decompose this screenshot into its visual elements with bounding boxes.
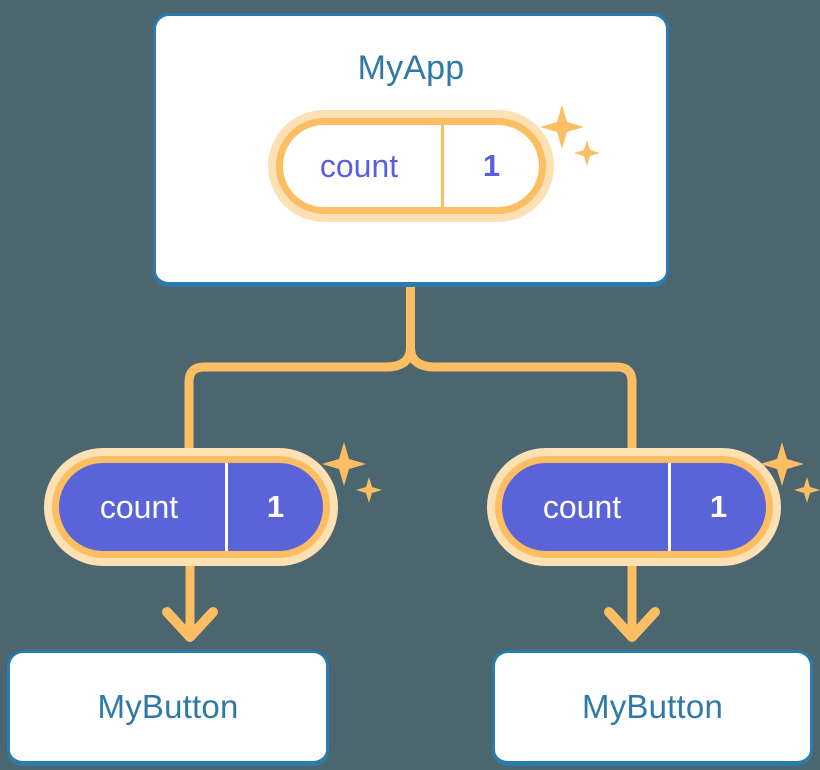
component-card-mybutton-right[interactable]: MyButton: [492, 650, 813, 766]
page-title: MyApp: [357, 49, 465, 87]
state-pill-myapp[interactable]: count 1: [268, 110, 554, 222]
arrowhead-right-icon: [604, 607, 660, 642]
state-pill-body: count 1: [495, 456, 773, 558]
component-card-label: MyButton: [97, 688, 239, 725]
state-pill-key: count: [99, 488, 179, 525]
state-pill-value: 1: [225, 463, 323, 551]
component-card-mybutton-left[interactable]: MyButton: [7, 650, 329, 766]
state-pill-key: count: [542, 488, 622, 525]
connector-branch-right: [406, 347, 637, 452]
state-pill-value: 1: [668, 463, 766, 551]
state-pill-body: count 1: [52, 456, 330, 558]
state-pill-child-right[interactable]: count 1: [487, 448, 781, 566]
state-pill-child-left[interactable]: count 1: [44, 448, 338, 566]
component-card-label: MyButton: [582, 688, 723, 725]
state-pill-body: count 1: [276, 118, 546, 214]
state-pill-value: 1: [441, 125, 539, 207]
arrowhead-left-icon: [162, 607, 218, 642]
state-pill-key: count: [319, 147, 399, 184]
connector-branch-left: [184, 347, 415, 452]
